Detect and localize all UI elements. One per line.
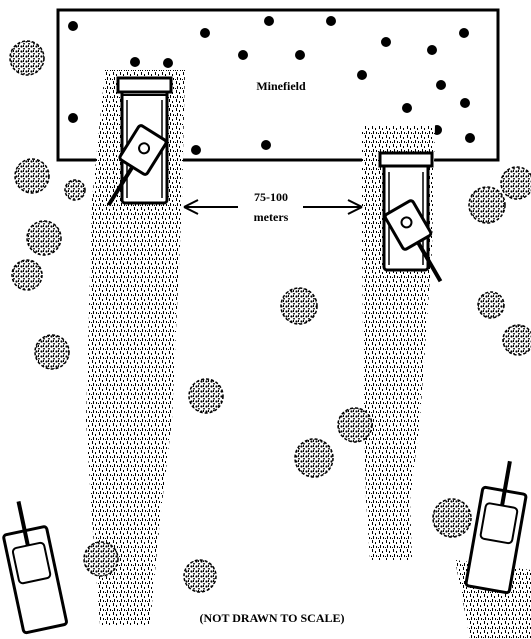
tree-bush-icon: [433, 499, 471, 537]
minefield-label: Minefield: [256, 79, 306, 93]
mine-dot-icon: [326, 16, 336, 26]
tank-with-mine-plow-icon: [380, 153, 454, 289]
tank-with-mine-plow-icon: [0, 497, 67, 633]
mine-dot-icon: [264, 16, 274, 26]
mine-dot-icon: [427, 45, 437, 55]
mine-dot-icon: [402, 103, 412, 113]
tree-bush-icon: [501, 167, 531, 199]
mine-dot-icon: [191, 145, 201, 155]
tree-bush-icon: [281, 288, 317, 324]
tree-bush-icon: [503, 325, 531, 355]
mine-dot-icon: [459, 28, 469, 38]
tree-bush-icon: [184, 560, 216, 592]
tree-bush-icon: [10, 41, 44, 75]
mine-dot-icon: [130, 57, 140, 67]
mine-dot-icon: [238, 50, 248, 60]
tree-bush-icon: [12, 260, 42, 290]
mine-dot-icon: [200, 28, 210, 38]
tree-bush-icon: [65, 180, 85, 200]
mine-dot-icon: [465, 133, 475, 143]
tree-bush-icon: [27, 221, 61, 255]
mine-dot-icon: [357, 70, 367, 80]
mine-dot-icon: [460, 98, 470, 108]
mine-dot-icon: [68, 113, 78, 123]
mine-dot-icon: [381, 37, 391, 47]
tree-bush-icon: [295, 439, 333, 477]
distance-value: 75-100: [254, 190, 288, 204]
tree-bush-icon: [338, 408, 372, 442]
tree-bush-icon: [84, 542, 118, 576]
mine-dot-icon: [163, 58, 173, 68]
tree-bush-icon: [189, 379, 223, 413]
tree-bush-icon: [478, 292, 504, 318]
tree-bush-icon: [15, 159, 49, 193]
tree-bush-icon: [469, 187, 505, 223]
mine-dot-icon: [68, 21, 78, 31]
mine-dot-icon: [436, 80, 446, 90]
mine-dot-icon: [261, 140, 271, 150]
scale-note: (NOT DRAWN TO SCALE): [199, 611, 344, 625]
mine-dot-icon: [295, 50, 305, 60]
tree-bush-icon: [35, 335, 69, 369]
distance-unit: meters: [254, 210, 289, 224]
distance-indicator: 75-100 meters: [184, 190, 362, 224]
